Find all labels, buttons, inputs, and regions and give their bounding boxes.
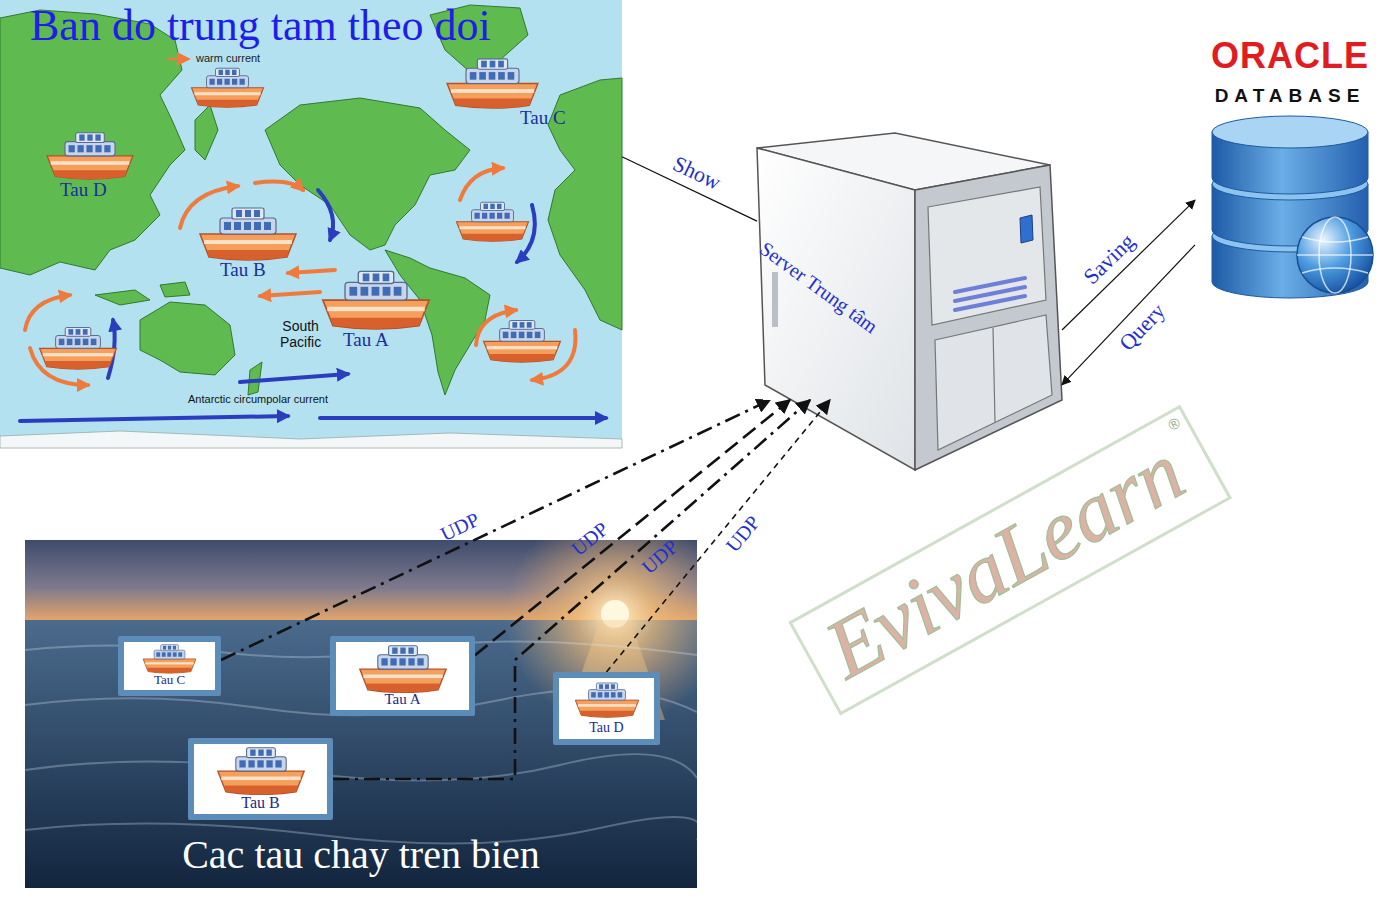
continent [140, 302, 235, 375]
ocean-name: South Pacific [280, 318, 321, 350]
ship-name: Tau D [589, 720, 623, 736]
ship-name: Tau B [220, 259, 266, 281]
ship-icon [217, 748, 303, 795]
ship-icon [575, 683, 638, 717]
ship-icon [192, 68, 264, 107]
connector [475, 400, 790, 655]
legend-arrow [168, 58, 188, 61]
island [195, 105, 218, 160]
island [95, 290, 150, 305]
ship-name: Tau C [154, 673, 185, 688]
ship-box: Tau D [553, 672, 660, 745]
ship-name: Tau A [384, 691, 420, 708]
connector-label: Show [669, 151, 725, 195]
island [160, 282, 190, 297]
circumpolar-current [20, 416, 288, 421]
ship-icon [142, 643, 197, 674]
current-name: Antarctic circumpolar current [188, 393, 328, 406]
globe-parallel [1302, 268, 1368, 273]
database-word: DATABASE [1215, 85, 1366, 107]
warm-current [460, 168, 503, 200]
server-panel [928, 187, 1046, 325]
ship-icon [216, 745, 306, 795]
server-label: Server Trung tâm [755, 237, 882, 338]
map-title: Ban do trung tam theo doi [30, 1, 491, 52]
ship-icon [143, 645, 196, 674]
server-switch [1020, 215, 1033, 243]
watermark-text: EvivaLearn [810, 423, 1200, 697]
warm-current [260, 292, 320, 296]
server-slot [772, 272, 778, 327]
ship-icon [323, 271, 429, 329]
ship-icon [40, 328, 117, 370]
globe [1297, 217, 1373, 293]
oracle-logo: ORACLE [1211, 35, 1369, 76]
globe-parallel [1302, 237, 1368, 242]
server-front [915, 165, 1062, 470]
sun-glow [505, 540, 697, 726]
registered-mark: ® [1165, 414, 1183, 434]
server-door-split [993, 328, 995, 422]
map-panel: Ban do trung tam theo doi [0, 0, 622, 448]
island [248, 362, 262, 395]
connector-label: UDP [722, 511, 765, 557]
sea [25, 620, 697, 888]
cold-current [318, 190, 333, 240]
ship-icon [457, 202, 529, 241]
ship-name: Tau A [343, 329, 389, 351]
ship-icon [47, 133, 133, 179]
globe-equator [1297, 254, 1373, 256]
warm-current [25, 295, 70, 330]
continent [265, 98, 470, 250]
server-door [935, 315, 1052, 450]
ship-icon [359, 646, 445, 693]
database-disk-top [1212, 116, 1368, 148]
ship-icon [200, 208, 296, 260]
ship-name: Tau B [241, 794, 279, 812]
photo-caption: Cac tau chay tren bien [182, 832, 540, 878]
ship-icon [484, 321, 561, 363]
server-vent [955, 296, 1025, 310]
warm-current [288, 270, 335, 273]
ship-icon [447, 59, 538, 108]
ocean [0, 0, 622, 448]
ship-icon [574, 681, 640, 718]
cold-current [240, 374, 348, 382]
circumpolar-current [320, 416, 606, 420]
database-icon: ORACLE DATABASE [1195, 35, 1385, 300]
antarctica [0, 431, 622, 448]
connector [333, 400, 810, 779]
watermark-frame: EvivaLearn® [788, 405, 1231, 715]
ship-box: Tau B [188, 738, 333, 820]
server-tower: Server Trung tâm [757, 135, 1062, 400]
ship-name: Tau D [60, 179, 107, 201]
connector [221, 400, 770, 660]
warm-current [255, 182, 303, 190]
legend-text: warm current [196, 52, 260, 65]
ship-box: Tau A [330, 636, 475, 716]
ship-name: Tau C [520, 107, 566, 129]
sea-photo: Cac tau chay tren bien Tau C Tau A Tau D Tau… [25, 540, 697, 888]
connector [607, 400, 830, 672]
ship-box: Tau C [118, 636, 221, 696]
wave [25, 754, 697, 780]
connector-label: Query [1113, 299, 1169, 356]
ship-icon [358, 643, 448, 693]
connector-label: Saving [1079, 228, 1140, 289]
